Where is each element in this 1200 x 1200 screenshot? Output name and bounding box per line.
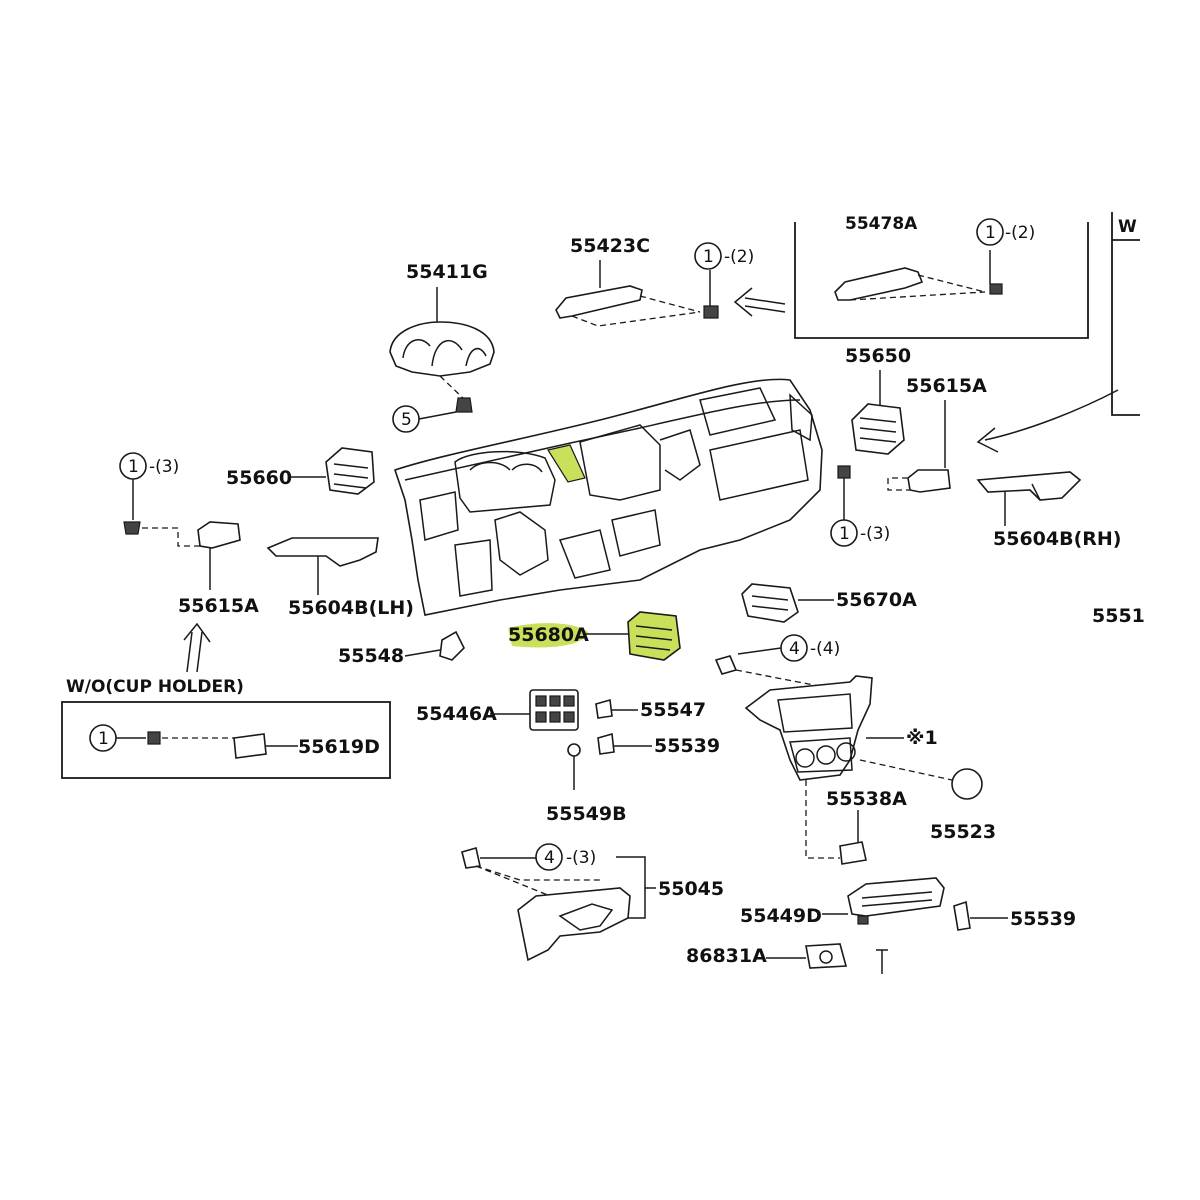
part-55660: 55660 [226,447,375,495]
label-wo-cup-holder: W/O(CUP HOLDER) [66,677,244,697]
label-x1: ※1 [906,727,938,749]
part-55539-a: 55539 [597,732,720,757]
label-55604B-lh: 55604B(LH) [288,597,414,619]
callout-1-inset [976,218,1004,246]
callout-1-top [694,242,722,270]
svg-text:1: 1 [985,223,996,243]
label-55423C: 55423C [570,235,650,257]
label-55619D: 55619D [298,736,380,758]
arrow-up-wo-cup [183,622,211,673]
inset-box-right: 55478A 1 -(2) [794,214,1089,339]
label-55549B: 55549B [546,803,627,825]
part-55547: 55547 [595,698,706,721]
label-55615A-right: 55615A [906,375,987,397]
instrument-panel [393,378,823,616]
svg-text:4: 4 [789,639,800,659]
part-55449D: 55449D 55539 [740,877,1076,931]
part-55604B-lh: 55604B(LH) [266,537,414,619]
label-55539-a: 55539 [654,735,720,757]
svg-text:5: 5 [401,410,412,430]
svg-text:1: 1 [128,457,139,477]
label-55045: 55045 [658,878,724,900]
label-55604B-rh: 55604B(RH) [993,528,1121,550]
svg-text:W: W [1118,217,1137,237]
callout-4-lower [535,843,563,871]
part-55446A: 55446A [416,689,579,731]
svg-text:-(4): -(4) [810,639,840,659]
label-55660: 55660 [226,467,292,489]
inset-box-wo-cup-holder: W/O(CUP HOLDER) 1 55619D [61,677,391,779]
label-86831A: 86831A [686,945,767,967]
right-cropped-box: W [976,212,1140,453]
label-5551-partial: 5551 [1092,605,1145,627]
part-55680A: 55680A [508,611,681,661]
label-55478A: 55478A [845,214,918,234]
label-55449D: 55449D [740,905,822,927]
part-55045: 4 -(3) 55045 [461,843,724,962]
label-55411G: 55411G [406,261,488,283]
part-55650: 55650 [845,345,911,455]
svg-text:-(3): -(3) [149,457,179,477]
svg-text:1: 1 [703,247,714,267]
label-highlight [508,623,588,648]
part-55548: 55548 [338,630,465,667]
label-55670A: 55670A [836,589,917,611]
svg-text:-(2): -(2) [1005,223,1035,243]
part-55423C: 55423C 1 -(2) [555,235,786,327]
svg-text:4: 4 [544,848,555,868]
svg-text:-(3): -(3) [860,524,890,544]
part-55604B-rh: 55604B(RH) [976,471,1121,550]
label-55615A-left: 55615A [178,595,259,617]
callout-1-right [830,519,858,547]
part-55615A-left: 1 -(3) 55615A [119,452,259,617]
vent-55680A [627,611,681,661]
part-55549B: 55549B [546,743,627,825]
label-55523: 55523 [930,821,996,843]
label-55650: 55650 [845,345,911,367]
part-55615A-right: 55615A 1 -(3) [830,375,987,547]
label-55680A: 55680A [508,624,589,646]
part-center-cluster: 4 -(4) ※1 55523 55538A [714,634,996,865]
svg-text:1: 1 [98,729,109,749]
svg-text:-(3): -(3) [566,848,596,868]
part-86831A: 86831A [686,943,888,974]
label-55548: 55548 [338,645,404,667]
svg-text:-(2): -(2) [724,247,754,267]
part-55411G: 55411G 5 [389,261,495,433]
part-55670A: 55670A [741,583,917,623]
label-55547: 55547 [640,699,706,721]
label-55539-b: 55539 [1010,908,1076,930]
svg-text:1: 1 [839,524,850,544]
highlight-55680A-location [547,444,586,483]
label-55538A: 55538A [826,788,907,810]
knob-55523 [951,768,983,800]
label-55446A: 55446A [416,703,497,725]
